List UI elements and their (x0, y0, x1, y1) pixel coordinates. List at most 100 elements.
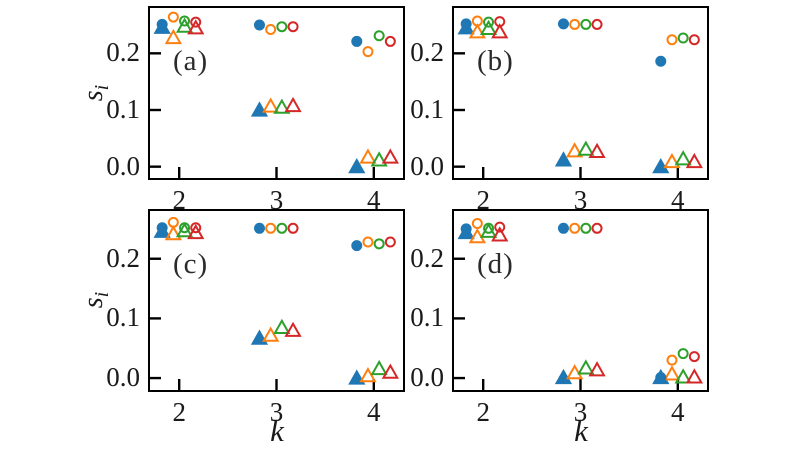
ylabel-subscript: i (90, 291, 113, 298)
circle-marker-orange (665, 33, 677, 45)
triangle-marker-orange (662, 152, 681, 168)
triangle-marker-blue (554, 368, 572, 384)
triangle-marker-green (576, 139, 594, 156)
circle-marker-blue (253, 19, 265, 30)
triangle-marker-green (272, 318, 290, 334)
panel-plot-area (453, 217, 703, 390)
circle-marker-red (493, 221, 505, 233)
x-tick-label: 4 (671, 397, 685, 427)
panel-plot-area (149, 11, 399, 178)
panel-label-a: (a) (173, 45, 209, 77)
circle-marker-blue (350, 35, 362, 47)
y-tick-label: 0.0 (106, 150, 140, 181)
circle-marker-blue (557, 17, 569, 29)
circle-marker-orange (167, 216, 179, 228)
triangle-marker-orange (468, 227, 486, 243)
circle-marker-green (677, 32, 689, 44)
triangle-marker-green (272, 98, 290, 114)
circle-marker-red (384, 35, 396, 47)
y-axis-label-top-row: si (78, 85, 114, 102)
circle-marker-blue (156, 18, 168, 30)
x-tick-label: 3 (269, 397, 284, 427)
y-tick-label: 0.2 (106, 242, 140, 273)
circle-marker-blue (253, 222, 265, 234)
triangle-marker-red (587, 142, 606, 158)
circle-marker-orange (665, 354, 677, 366)
y-tick-label: 0.2 (410, 37, 444, 68)
circle-marker-red (688, 33, 700, 45)
circle-marker-red (384, 236, 396, 248)
circle-marker-green (579, 222, 591, 234)
triangle-marker-orange (261, 96, 279, 113)
x-axis-label-left: k (270, 413, 284, 448)
circle-marker-blue (654, 55, 666, 67)
y-tick-label: 0.1 (410, 302, 444, 333)
y-tick-label: 0.0 (410, 362, 444, 393)
triangle-marker-orange (358, 147, 377, 164)
circle-marker-green (275, 20, 287, 32)
circle-marker-green (178, 15, 190, 27)
x-tick-label: 2 (476, 397, 490, 427)
triangle-marker-red (490, 22, 508, 38)
circle-marker-blue (557, 222, 569, 234)
x-tick-label: 2 (476, 185, 490, 215)
panel-label-c: (c) (173, 248, 209, 280)
x-tick-label: 2 (172, 185, 186, 215)
panel-plot-area (453, 15, 703, 178)
triangle-marker-green (674, 149, 692, 165)
y-tick-label: 0.2 (410, 242, 444, 273)
circle-marker-green (275, 222, 287, 234)
plot-panel-c (147, 208, 405, 392)
circle-marker-green (373, 29, 385, 41)
circle-marker-orange (471, 15, 483, 27)
x-tick-label: 3 (269, 185, 284, 215)
circle-marker-green (178, 221, 190, 233)
y-axis-label-bottom-row: si (78, 292, 114, 309)
circle-marker-orange (471, 217, 483, 229)
triangle-marker-green (479, 19, 497, 35)
triangle-marker-orange (358, 366, 377, 382)
circle-marker-blue (460, 17, 472, 29)
x-tick-label: 2 (172, 397, 186, 427)
triangle-marker-red (685, 152, 703, 168)
triangle-marker-green (370, 359, 388, 375)
triangle-marker-blue (347, 157, 365, 173)
triangle-marker-orange (565, 141, 583, 157)
triangle-marker-blue (651, 157, 669, 173)
circle-marker-green (482, 16, 494, 28)
circle-marker-red (493, 15, 505, 27)
x-axis-label-right: k (574, 413, 588, 448)
circle-marker-blue (350, 239, 362, 251)
circle-marker-red (688, 350, 700, 362)
triangle-marker-green (370, 150, 388, 166)
plot-panel-b (451, 5, 709, 180)
ylabel-base: s (78, 297, 110, 309)
circle-marker-green (677, 347, 689, 359)
triangle-marker-red (587, 360, 606, 376)
triangle-marker-green (175, 17, 193, 33)
x-tick-label: 4 (671, 185, 685, 215)
triangle-marker-red (381, 362, 399, 379)
x-tick-label: 3 (573, 185, 588, 215)
triangle-marker-orange (164, 28, 182, 44)
triangle-marker-green (576, 358, 594, 375)
triangle-marker-red (283, 321, 302, 337)
circle-marker-green (579, 18, 591, 30)
triangle-marker-orange (164, 224, 182, 240)
circle-marker-orange (361, 45, 373, 57)
circle-marker-red (287, 222, 299, 234)
y-tick-label: 0.0 (106, 362, 140, 393)
ylabel-base: s (78, 90, 110, 102)
triangle-marker-red (490, 225, 508, 241)
triangle-marker-red (186, 18, 204, 34)
circle-marker-orange (264, 23, 276, 35)
circle-marker-red (591, 222, 603, 234)
triangle-marker-red (381, 147, 399, 164)
circle-marker-red (189, 16, 201, 28)
circle-marker-orange (568, 18, 580, 30)
circle-marker-orange (167, 11, 179, 23)
circle-marker-green (482, 222, 494, 234)
circle-marker-orange (264, 222, 276, 234)
x-tick-label: 4 (367, 397, 381, 427)
